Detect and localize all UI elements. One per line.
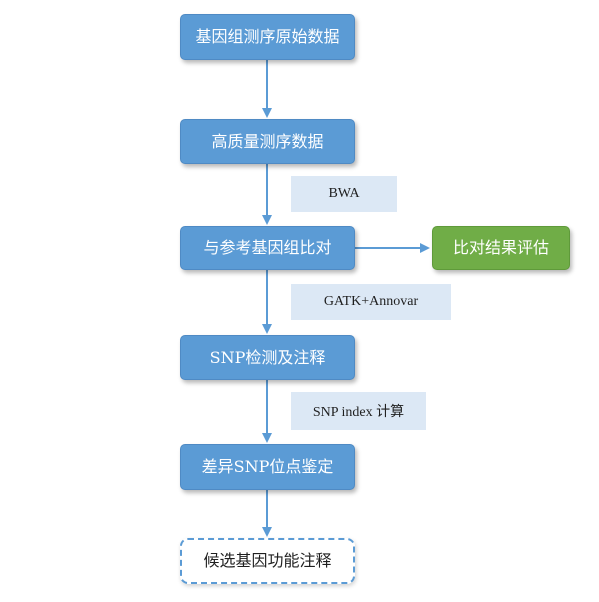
edge-label-snp-index-text: SNP index 计算 [312, 405, 405, 420]
edge-label-gatk-annovar: GATK+Annovar [291, 284, 451, 320]
edge-label-snp-index: SNP index 计算 [291, 392, 426, 430]
node-candidate-gene-annotation-text: 候选基因功能注释 [203, 551, 332, 570]
node-snp-detection: SNP检测及注释 [180, 335, 355, 380]
node-raw-sequencing-data: 基因组测序原始数据 [180, 14, 355, 60]
node-snp-detection-text: SNP检测及注释 [209, 347, 326, 367]
node-differential-snp: 差异SNP位点鉴定 [180, 444, 355, 490]
edge-label-bwa: BWA [291, 176, 397, 212]
node-alignment-evaluation: 比对结果评估 [432, 226, 570, 270]
edge-label-bwa-text: BWA [328, 186, 360, 201]
edge-label-gatk-annovar-text: GATK+Annovar [323, 294, 419, 309]
node-candidate-gene-annotation: 候选基因功能注释 [180, 538, 355, 584]
node-align-reference: 与参考基因组比对 [180, 226, 355, 270]
node-high-quality-data-text: 高质量测序数据 [211, 131, 324, 151]
node-raw-sequencing-data-text: 基因组测序原始数据 [195, 27, 340, 46]
node-high-quality-data: 高质量测序数据 [180, 119, 355, 164]
node-align-reference-text: 与参考基因组比对 [203, 238, 332, 257]
node-alignment-evaluation-text: 比对结果评估 [452, 238, 549, 257]
node-differential-snp-text: 差异SNP位点鉴定 [201, 457, 334, 476]
